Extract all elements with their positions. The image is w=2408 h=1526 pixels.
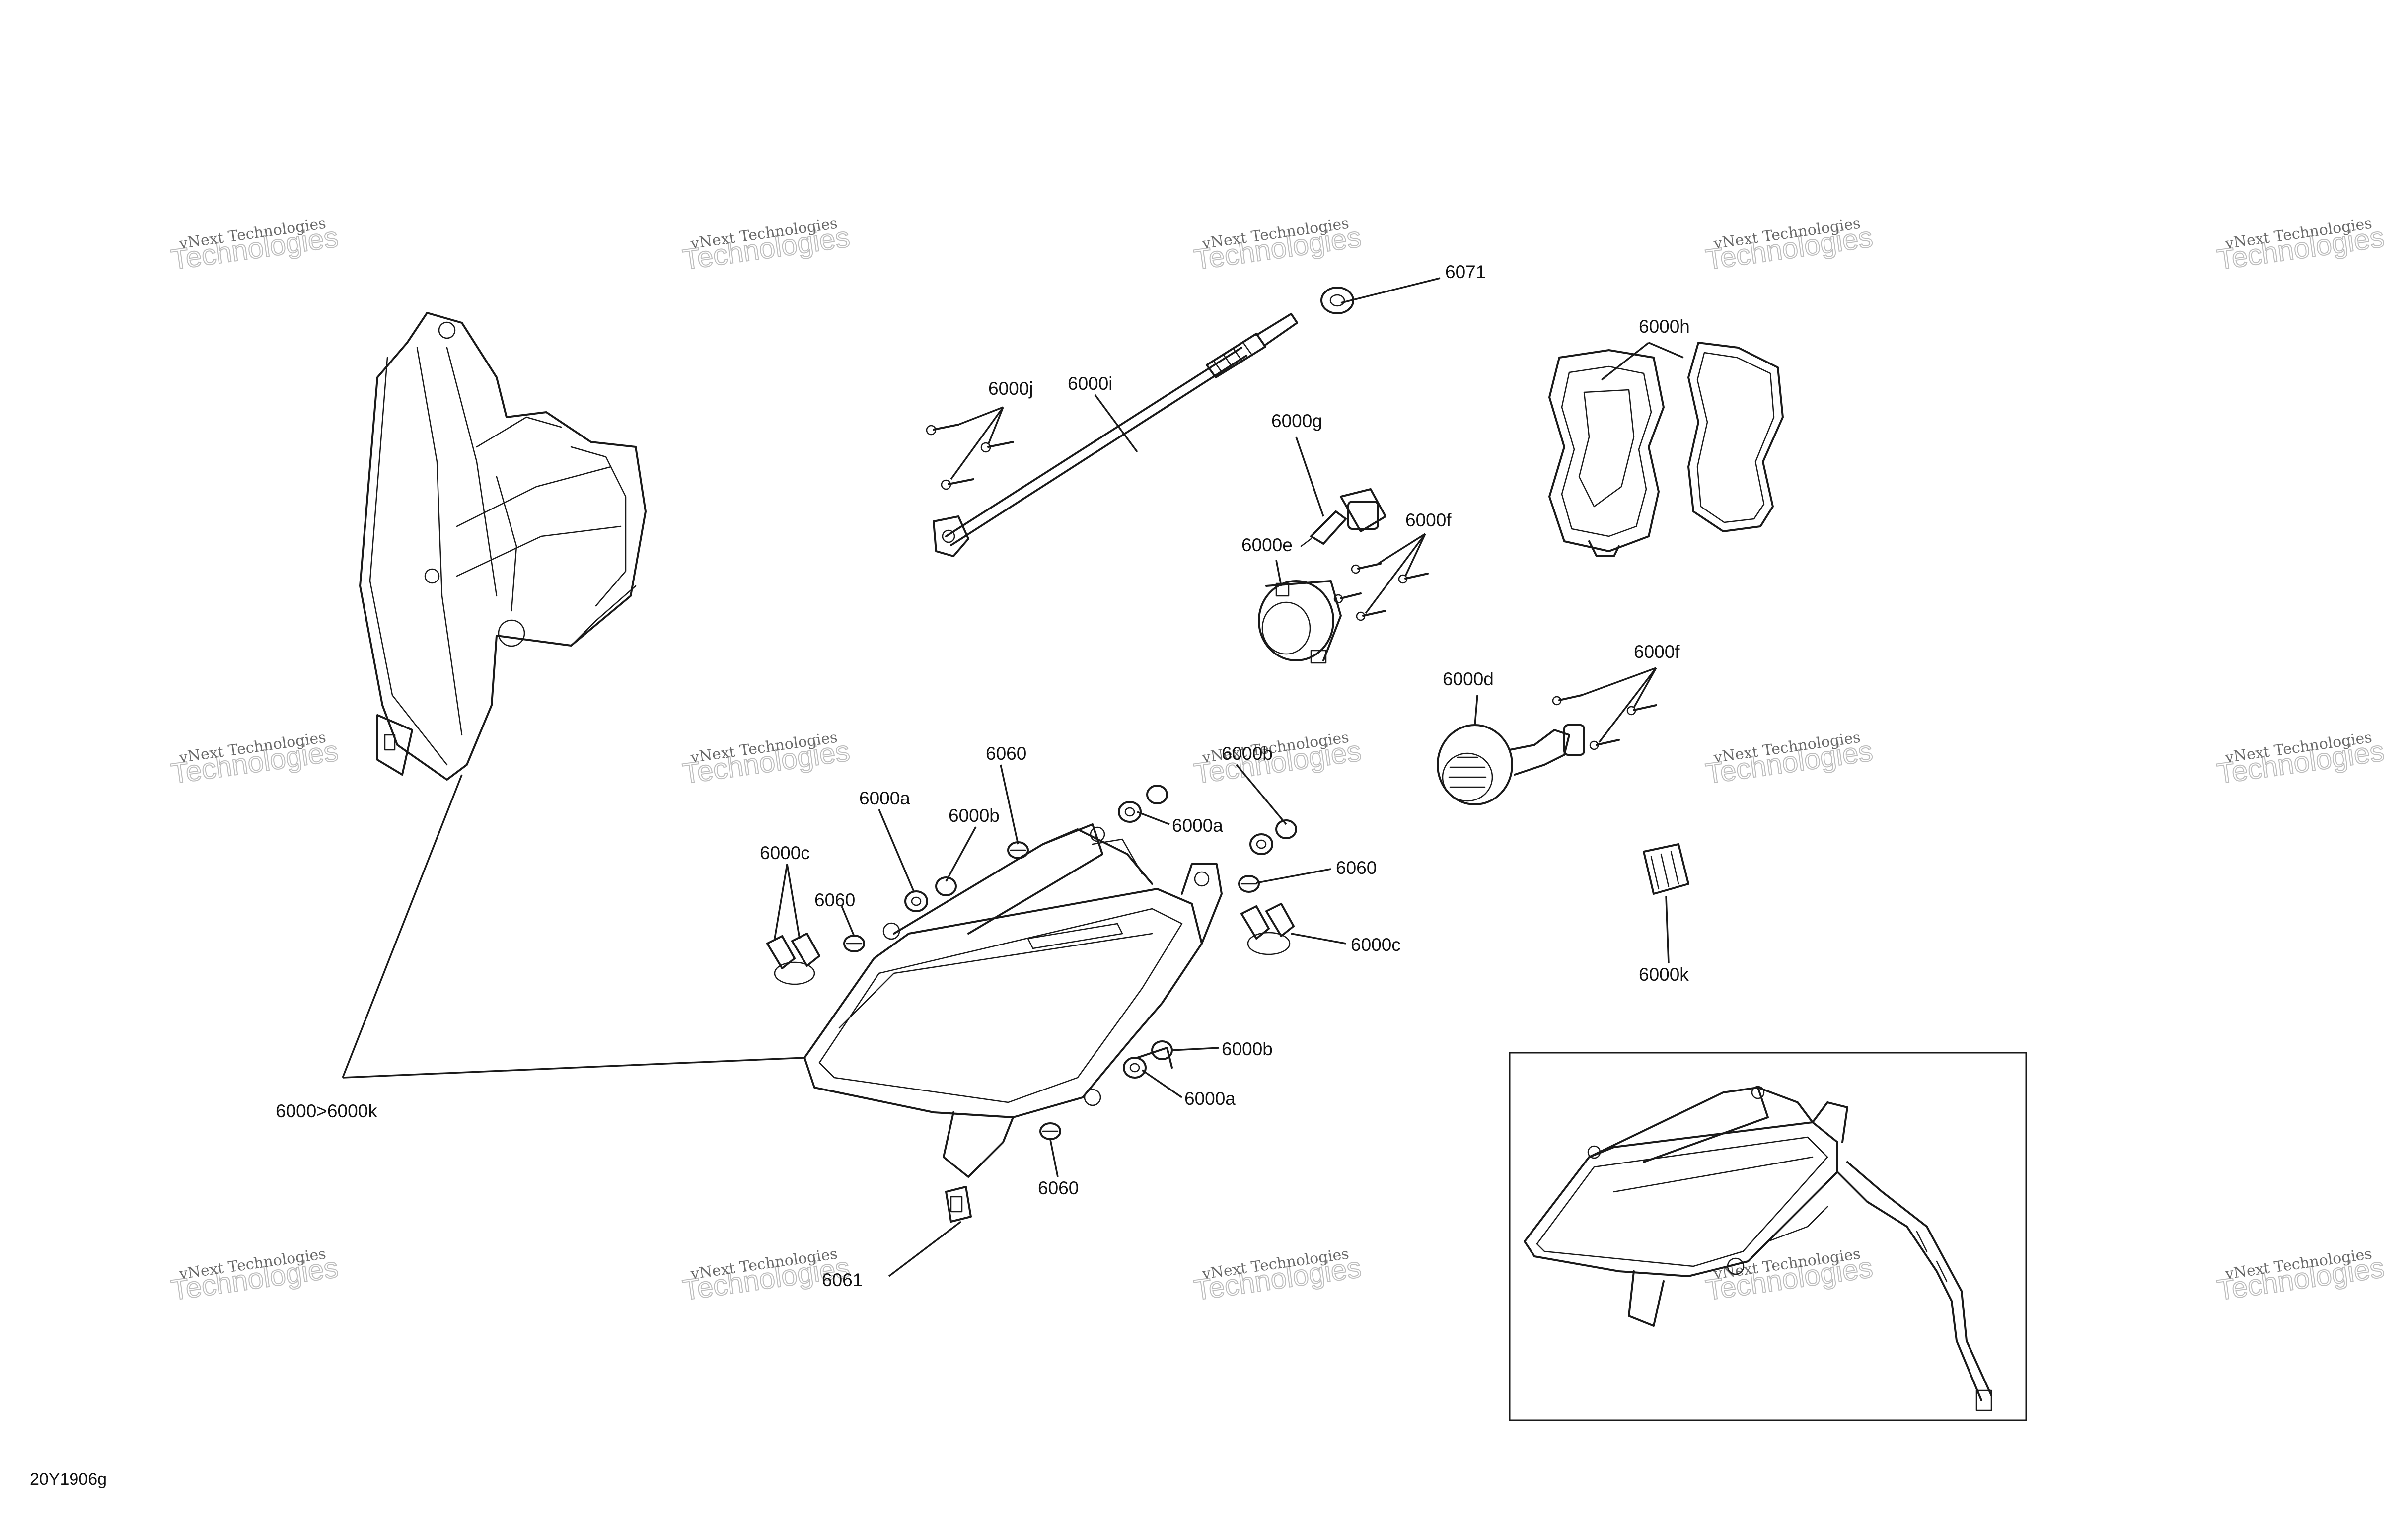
lamp-socket-6000e bbox=[1258, 580, 1342, 664]
callout-6000j: 6000j bbox=[988, 378, 1033, 399]
callout-6000b-top-left: 6000b bbox=[949, 805, 1000, 826]
watermark: Technologies vNext Technologies bbox=[169, 215, 341, 277]
grommet-6000a bbox=[904, 890, 928, 912]
adjuster-rod-part bbox=[933, 313, 1298, 557]
screws-6000f-lower bbox=[1552, 694, 1657, 750]
gasket-seal-6000h bbox=[1687, 342, 1784, 532]
callout-6060-left: 6060 bbox=[814, 890, 855, 910]
figure-id: 20Y1906g bbox=[30, 1470, 107, 1489]
callout-6000b-top-right: 6000b bbox=[1222, 743, 1273, 764]
callout-6000b-bottom: 6000b bbox=[1222, 1039, 1273, 1059]
callout-6000h: 6000h bbox=[1639, 316, 1690, 337]
watermark-layer: Technologies vNext Technologies Technolo… bbox=[169, 215, 2387, 1308]
spacer-6000b bbox=[1275, 819, 1297, 839]
screw-6060 bbox=[1039, 1122, 1061, 1140]
watermark: Technologies vNext Technologies bbox=[1192, 1245, 1364, 1308]
callout-6000c-right: 6000c bbox=[1351, 935, 1401, 955]
watermark: Technologies vNext Technologies bbox=[1192, 215, 1364, 277]
watermark: Technologies vNext Technologies bbox=[680, 729, 852, 791]
callout-6061: 6061 bbox=[822, 1270, 863, 1290]
grommet-6000a bbox=[1118, 801, 1142, 823]
watermark: Technologies vNext Technologies bbox=[1703, 215, 1875, 277]
screw-6060 bbox=[1007, 841, 1029, 859]
watermark: Technologies vNext Technologies bbox=[169, 729, 341, 791]
watermark: Technologies vNext Technologies bbox=[169, 1245, 341, 1308]
watermark: Technologies vNext Technologies bbox=[2215, 729, 2387, 791]
screw-6060 bbox=[1238, 875, 1260, 893]
lamp-socket-6000d bbox=[1437, 724, 1585, 805]
callout-6000k: 6000k bbox=[1639, 964, 1689, 985]
callout-6000a-top-right: 6000a bbox=[1172, 815, 1223, 836]
leader-lines bbox=[342, 277, 1684, 1277]
callouts: 6071 6000h 6000j 6000i 6000g 6000f 6000e… bbox=[276, 262, 1690, 1290]
watermark: Technologies vNext Technologies bbox=[1703, 1245, 1875, 1308]
watermark: Technologies vNext Technologies bbox=[680, 215, 852, 277]
clip-6000c bbox=[1240, 903, 1295, 955]
headlight-assembly-side-view bbox=[359, 312, 647, 781]
callout-6060-top: 6060 bbox=[986, 743, 1026, 764]
callout-6000a-bottom: 6000a bbox=[1184, 1089, 1236, 1109]
watermark: Technologies vNext Technologies bbox=[1192, 729, 1364, 791]
bulb-part bbox=[1300, 488, 1386, 547]
watermark: Technologies vNext Technologies bbox=[2215, 1245, 2387, 1308]
callout-6071: 6071 bbox=[1445, 262, 1486, 282]
nut-clip-6061 bbox=[945, 1186, 972, 1223]
callout-6000g: 6000g bbox=[1271, 411, 1322, 431]
screw-6060 bbox=[843, 935, 865, 952]
watermark: Technologies vNext Technologies bbox=[2215, 215, 2387, 277]
callout-6000-range: 6000>6000k bbox=[276, 1101, 377, 1121]
grommet-6000a bbox=[1123, 1057, 1147, 1079]
callout-6000a-top-left: 6000a bbox=[859, 788, 910, 808]
callout-6000f-lower: 6000f bbox=[1634, 642, 1680, 662]
headlight-housing-front bbox=[803, 823, 1223, 1178]
callout-6000d: 6000d bbox=[1443, 669, 1494, 689]
watermark: Technologies vNext Technologies bbox=[1703, 729, 1875, 791]
inset-frame bbox=[1509, 1052, 2027, 1421]
screws-6000j bbox=[926, 424, 1014, 490]
callout-6060-right: 6060 bbox=[1336, 858, 1377, 878]
assembled-view-inset bbox=[1509, 1052, 2027, 1421]
callout-6000c-left: 6000c bbox=[760, 843, 810, 863]
callout-6060-bottom: 6060 bbox=[1038, 1178, 1079, 1198]
callout-6000f-upper: 6000f bbox=[1405, 510, 1452, 530]
grommet-6000a bbox=[1249, 833, 1273, 855]
connector-6000k bbox=[1643, 843, 1689, 895]
callout-6000i: 6000i bbox=[1068, 373, 1113, 394]
gasket-housing-6000h bbox=[1548, 349, 1665, 557]
spacer-6000b bbox=[935, 876, 957, 896]
screws-6000f-upper bbox=[1333, 563, 1429, 621]
callout-6000e: 6000e bbox=[1241, 535, 1293, 555]
clip-6000c bbox=[766, 933, 820, 985]
spacer-6000b bbox=[1146, 785, 1168, 804]
